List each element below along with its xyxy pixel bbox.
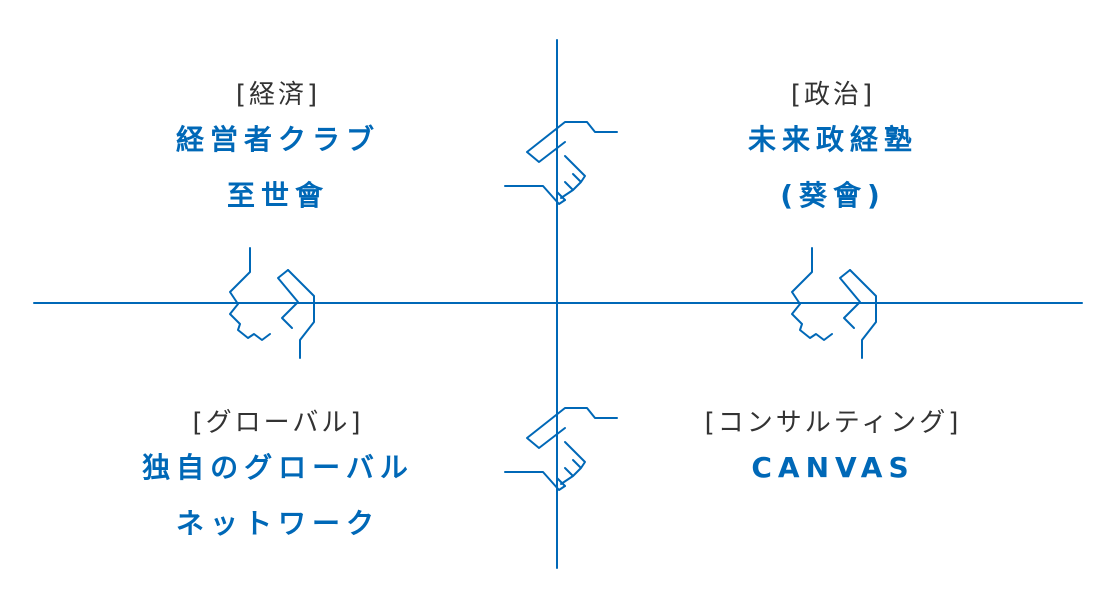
organization-name-line: (葵會)	[780, 179, 886, 212]
category-label: [グローバル]	[192, 408, 364, 438]
handshake-icon	[229, 247, 315, 359]
organization-name: 未来政経塾 (葵會)	[683, 112, 983, 224]
category-label: [経済]	[235, 80, 321, 110]
quadrant-global: [グローバル] 独自のグローバル ネットワーク	[128, 406, 428, 552]
organization-name-line: 独自のグローバル	[142, 451, 414, 484]
organization-name: 経営者クラブ 至世會	[128, 112, 428, 224]
organization-name: CANVAS	[683, 440, 983, 496]
organization-name: 独自のグローバル ネットワーク	[128, 440, 428, 552]
organization-name-line: ネットワーク	[175, 507, 380, 540]
handshake-icon	[504, 407, 618, 491]
organization-name-line: 至世會	[226, 179, 329, 212]
handshake-icon	[791, 247, 877, 359]
organization-name-line: CANVAS	[751, 451, 915, 484]
organization-name-line: 経営者クラブ	[175, 123, 380, 156]
category-label: [政治]	[790, 80, 876, 110]
handshake-icon	[504, 121, 618, 205]
quadrant-consulting: [コンサルティング] CANVAS	[683, 406, 983, 496]
organization-name-line: 未来政経塾	[747, 123, 918, 156]
category-label: [コンサルティング]	[704, 408, 962, 438]
quadrant-politics: [政治] 未来政経塾 (葵會)	[683, 78, 983, 224]
quadrant-economy: [経済] 経営者クラブ 至世會	[128, 78, 428, 224]
